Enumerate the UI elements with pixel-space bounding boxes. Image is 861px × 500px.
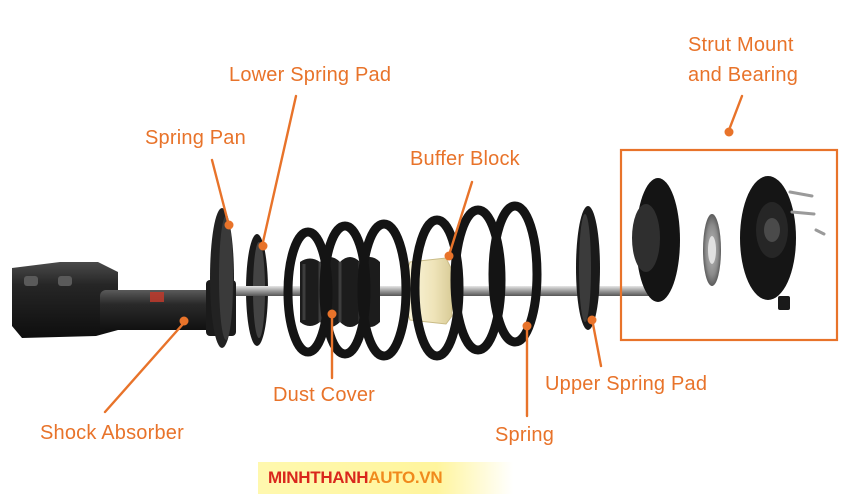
shock-absorber-part (12, 262, 236, 338)
watermark-text-part2: AUTO.VN (368, 468, 443, 487)
spring-pan-part (210, 208, 234, 348)
label-strut-mount-and-bearing: Strut Mount and Bearing (688, 34, 799, 86)
label-spring-pan: Spring Pan (145, 127, 246, 149)
label-buffer-block: Buffer Block (410, 148, 520, 170)
strut-mount-parts (632, 176, 826, 310)
coil-spring-part (283, 201, 542, 361)
leader-spring-pan (210, 158, 230, 224)
label-shock-absorber: Shock Absorber (40, 422, 184, 444)
leader-lower-spring-pad (261, 94, 298, 244)
label-dust-cover: Dust Cover (273, 384, 376, 406)
leader-strut-mount (727, 94, 744, 132)
label-spring: Spring (495, 424, 555, 446)
label-upper-spring-pad: Upper Spring Pad (545, 373, 708, 395)
leader-buffer-block (448, 180, 474, 254)
strut-mount-bounding-box (619, 148, 839, 342)
leader-shock-absorber (103, 322, 185, 414)
leader-upper-spring-pad (591, 322, 603, 368)
leader-endpoints (179, 127, 734, 331)
watermark-text-part1: MINHTHANH (268, 468, 369, 487)
label-lower-spring-pad: Lower Spring Pad (229, 64, 392, 86)
upper-spring-pad-part (576, 206, 600, 330)
leader-lines (103, 94, 744, 418)
